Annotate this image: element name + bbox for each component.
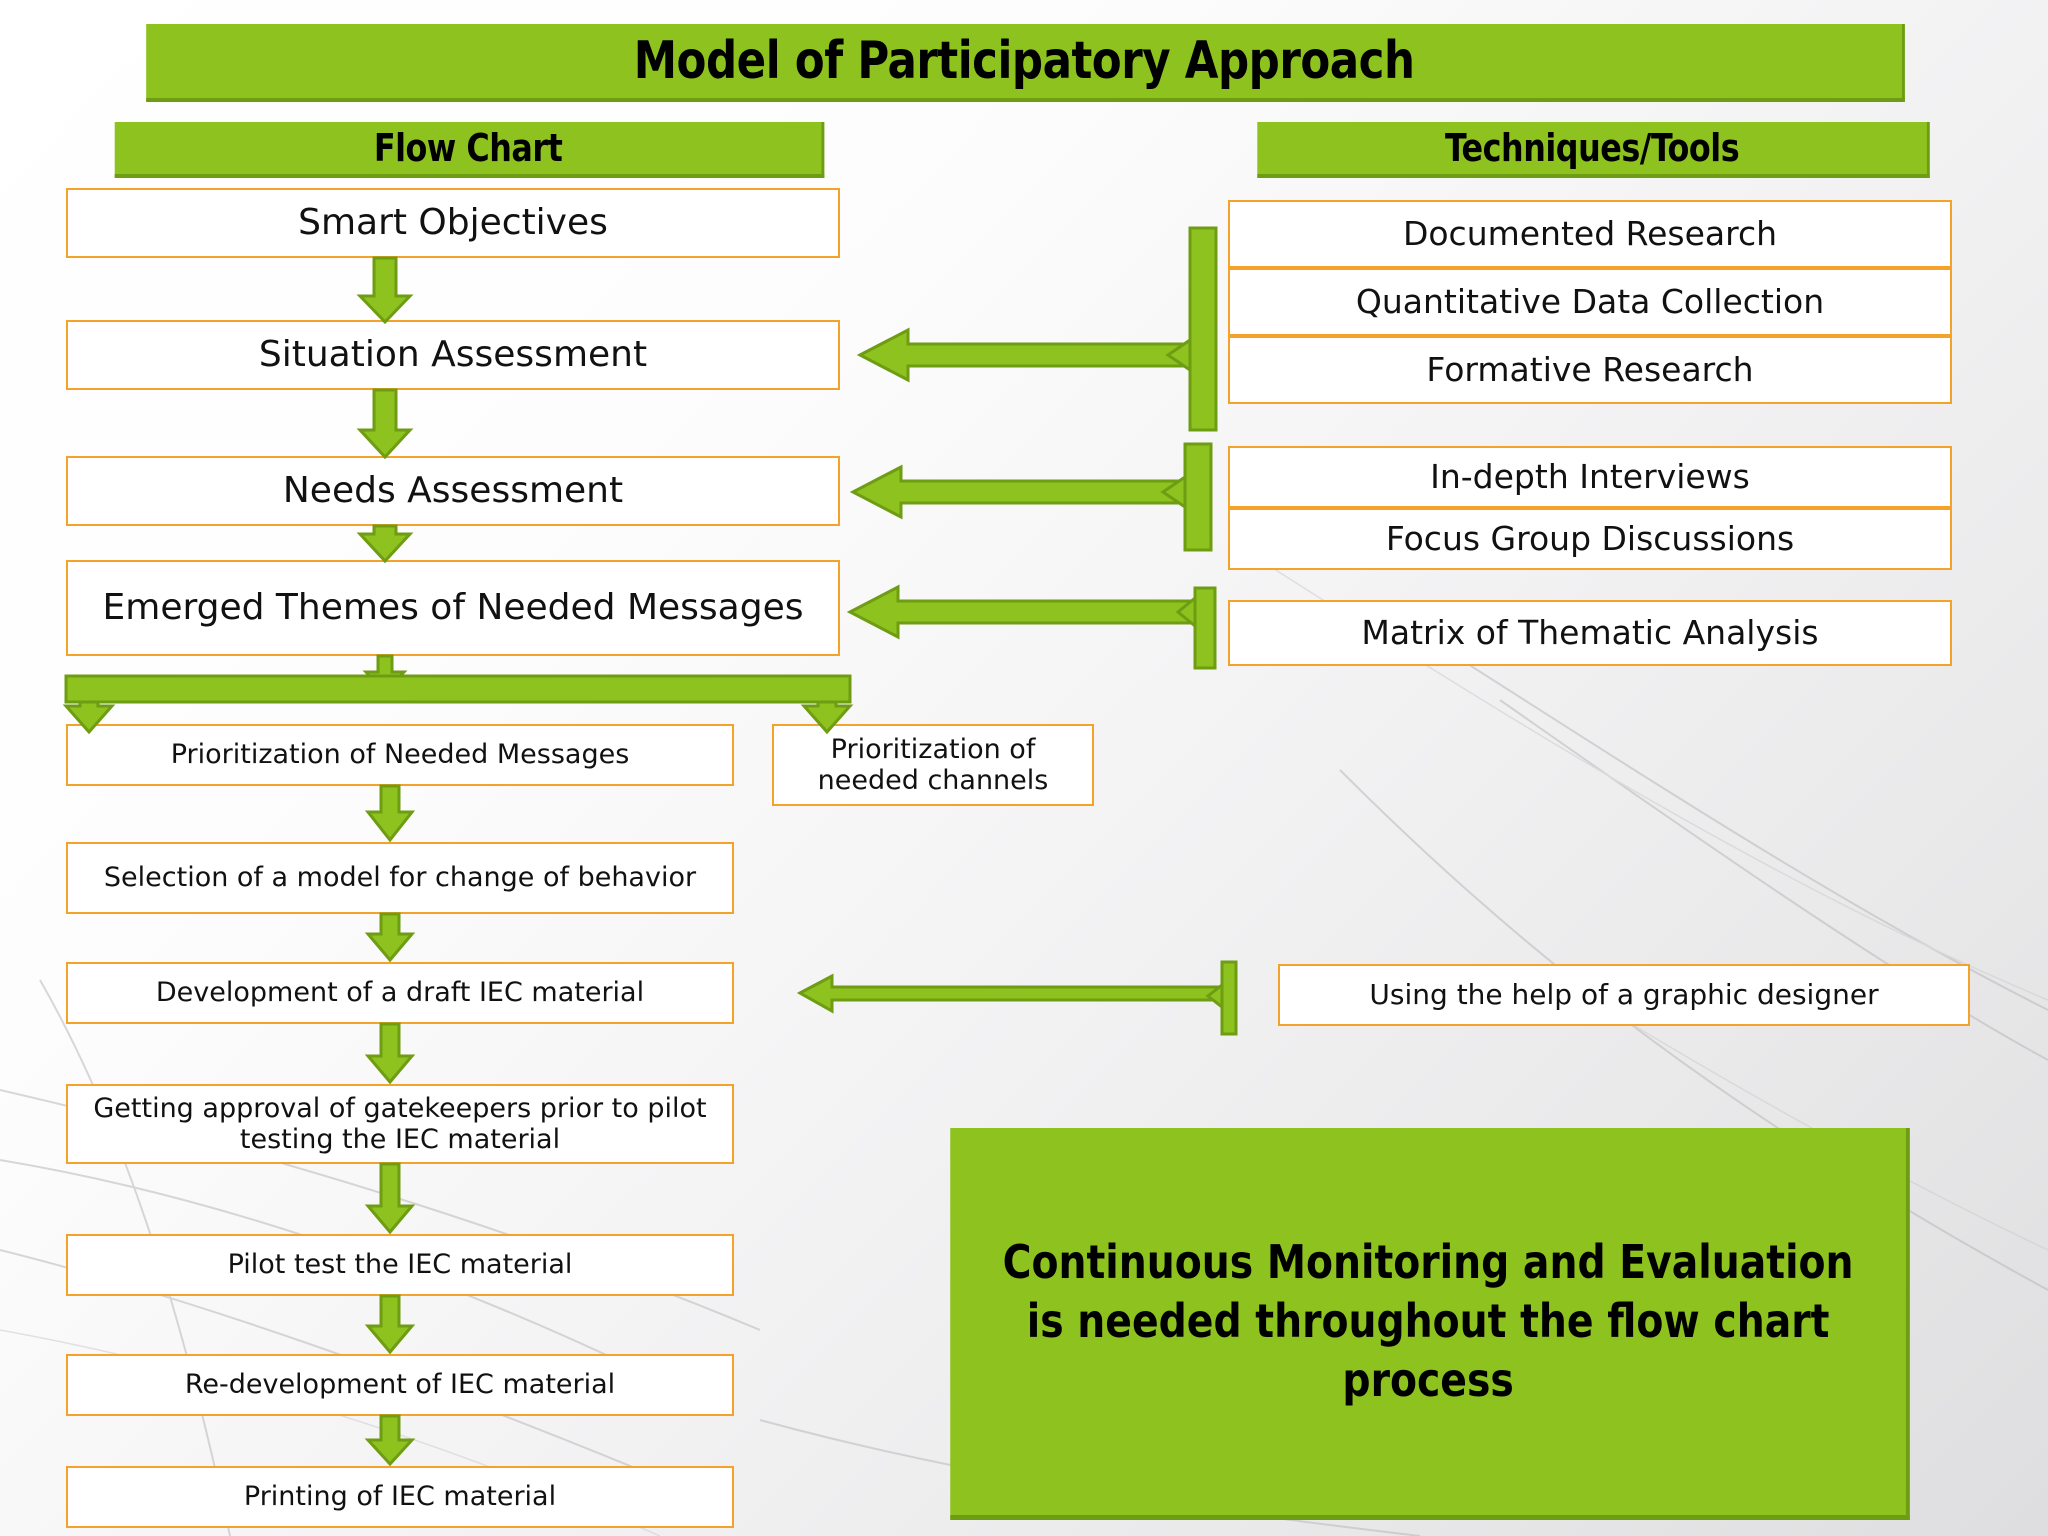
arrow-down-gatekeeper-to-pilot [364, 1162, 416, 1235]
arrow-left-tools3-to-themes [846, 584, 1197, 640]
flow-box-selection-model[interactable]: Selection of a model for change of behav… [66, 842, 734, 914]
flow-box-situation-assessment[interactable]: Situation Assessment [66, 320, 840, 390]
arrow-down-pilot-to-redevelopment [364, 1294, 416, 1355]
flow-box-label: Pilot test the IEC material [227, 1249, 573, 1281]
flow-box-pilot-test[interactable]: Pilot test the IEC material [66, 1234, 734, 1296]
page-title: Model of Participatory Approach [146, 24, 1905, 102]
arrow-left-tools1-to-situation [856, 327, 1192, 383]
bracket-notch-group-4 [1205, 981, 1224, 1011]
arrow-down-prioritization-to-selection [364, 784, 416, 843]
flow-box-emerged-themes[interactable]: Emerged Themes of Needed Messages [66, 560, 840, 656]
arrow-down-needs-to-themes [356, 524, 414, 564]
bracket-tools-group-3 [1193, 586, 1217, 670]
flow-box-label: Re-development of IEC material [184, 1369, 616, 1401]
tool-box-label: Matrix of Thematic Analysis [1361, 613, 1819, 653]
flow-box-prioritization-channels[interactable]: Prioritization of needed channels [772, 724, 1094, 806]
tool-box-label: Focus Group Discussions [1385, 519, 1795, 559]
flow-box-needs-assessment[interactable]: Needs Assessment [66, 456, 840, 526]
flow-box-prioritization-messages[interactable]: Prioritization of Needed Messages [66, 724, 734, 786]
flow-box-draft-iec[interactable]: Development of a draft IEC material [66, 962, 734, 1024]
flow-box-label: Printing of IEC material [243, 1481, 557, 1513]
bracket-notch-group-3 [1175, 594, 1197, 630]
bracket-tools-group-1 [1188, 226, 1218, 432]
flow-box-smart-objectives[interactable]: Smart Objectives [66, 188, 840, 258]
arrow-left-tools2-to-needs [849, 464, 1187, 520]
tool-box-documented-research[interactable]: Documented Research [1228, 200, 1952, 268]
flow-box-label: Prioritization of Needed Messages [170, 739, 630, 771]
bracket-tools-group-2 [1183, 442, 1213, 552]
flow-box-label: Emerged Themes of Needed Messages [102, 587, 804, 629]
arrow-down-situation-to-needs [356, 388, 414, 460]
arrow-down-redevelopment-to-printing [364, 1414, 416, 1467]
tool-box-label: Documented Research [1402, 214, 1778, 254]
flow-box-label: Development of a draft IEC material [155, 977, 645, 1009]
arrow-down-themes-to-split [362, 654, 408, 695]
flow-box-gatekeeper-approval[interactable]: Getting approval of gatekeepers prior to… [66, 1084, 734, 1164]
flow-box-re-development[interactable]: Re-development of IEC material [66, 1354, 734, 1416]
arrow-down-smart-to-situation [356, 256, 414, 325]
flow-box-printing[interactable]: Printing of IEC material [66, 1466, 734, 1528]
tool-box-matrix-of-thematic-analysis[interactable]: Matrix of Thematic Analysis [1228, 600, 1952, 666]
split-distribution-bar [64, 674, 852, 704]
flow-box-label: Getting approval of gatekeepers prior to… [93, 1092, 707, 1155]
tool-box-label: In-depth Interviews [1430, 457, 1750, 497]
tool-box-formative-research[interactable]: Formative Research [1228, 336, 1952, 404]
tool-box-quantitative-data-collection[interactable]: Quantitative Data Collection [1228, 268, 1952, 336]
flow-box-label: Situation Assessment [258, 334, 648, 376]
arrow-left-designer-to-draft [796, 973, 1224, 1014]
flow-box-label: Prioritization of needed channels [817, 733, 1049, 796]
bracket-tools-group-4 [1220, 960, 1238, 1036]
arrow-down-draft-to-gatekeeper [364, 1022, 416, 1085]
arrow-down-selection-to-draft [364, 912, 416, 963]
flow-box-label: Needs Assessment [282, 470, 624, 512]
flow-box-label: Smart Objectives [298, 202, 608, 244]
monitoring-note-text: Continuous Monitoring and Evaluation is … [1002, 1235, 1854, 1407]
tools-column-header: Techniques/Tools [1257, 122, 1930, 178]
tool-box-graphic-designer[interactable]: Using the help of a graphic designer [1278, 964, 1970, 1026]
bracket-notch-group-1 [1165, 337, 1192, 373]
flow-box-label: Selection of a model for change of behav… [103, 862, 697, 894]
tool-box-label: Using the help of a graphic designer [1369, 977, 1879, 1011]
tool-box-label: Formative Research [1426, 350, 1754, 390]
tool-box-label: Quantitative Data Collection [1355, 282, 1825, 322]
bracket-notch-group-2 [1160, 474, 1187, 510]
flowchart-column-header: Flow Chart [114, 122, 825, 178]
monitoring-note: Continuous Monitoring and Evaluation is … [950, 1128, 1910, 1520]
tool-box-focus-group-discussions[interactable]: Focus Group Discussions [1228, 508, 1952, 570]
tool-box-in-depth-interviews[interactable]: In-depth Interviews [1228, 446, 1952, 508]
